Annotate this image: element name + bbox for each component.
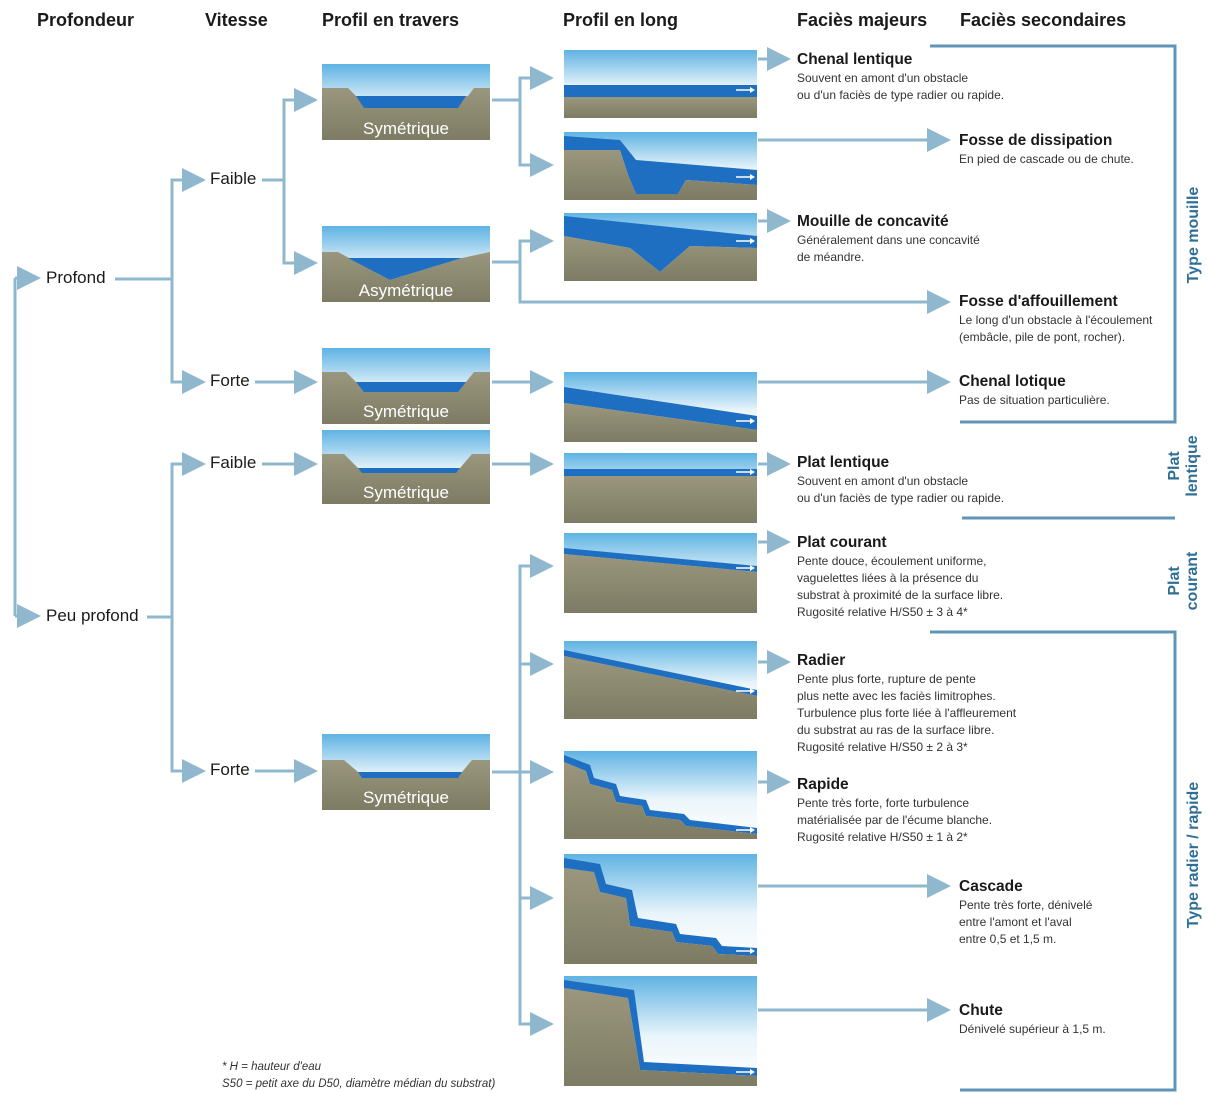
facies-chenal-lotique-title: Chenal lotique [959,373,1066,390]
type-mouille-label: Type mouille [1185,186,1202,284]
long-profile-rapide [564,751,757,839]
arrow-sym1-lp2 [518,100,554,177]
long-profile-mouille-concavite [564,213,757,281]
cross-caption-sym4: Symétrique [363,788,449,807]
arrow-peu-forte [170,617,206,783]
arrow-peu-faible [147,452,206,619]
long-profile-cascade [564,854,757,964]
long-profile-fosse-dissipation [564,132,757,200]
facies-plat-lentique-title: Plat lentique [797,454,890,471]
arrow-asym-fosse-affouillement [518,262,951,314]
cross-profile-sym1: Symétrique [322,64,490,140]
header-profondeur: Profondeur [37,10,134,30]
type-radier-rapide-label: Type radier / rapide [1185,781,1202,929]
connectors [13,47,951,1036]
cross-caption-sym2: Symétrique [363,402,449,421]
facies-fosse-affouillement-desc: Le long d'un obstacle à l'écoulement(emb… [959,313,1153,344]
facies-cascade-title: Cascade [959,878,1023,895]
footnote: * H = hauteur d'eau S50 = petit axe du D… [222,1061,496,1090]
bracket-type-mouille [930,44,1177,424]
cross-profile-sym4: Symétrique [322,734,490,810]
facies-chenal-lotique-desc: Pas de situation particulière. [959,393,1110,407]
facies-plat-courant-desc: Pente douce, écoulement uniforme,vaguele… [797,554,1004,619]
long-profile-plat-courant [564,533,757,613]
header-vitesse: Vitesse [205,10,268,30]
label-profond: Profond [46,268,106,287]
type-brackets [930,44,1177,1092]
long-profile-chenal-lentique [564,50,757,118]
header-profil-travers: Profil en travers [322,10,460,30]
arrow-faible-sym1 [262,88,318,182]
label-forte-2: Forte [210,760,250,779]
facies-chute-title: Chute [959,1002,1003,1019]
arrow-profond-forte [170,279,206,394]
arrow-profond-faible [115,168,206,281]
cross-caption-sym3: Symétrique [363,483,449,502]
cross-profile-asym: Asymétrique [322,226,490,302]
header-profil-long: Profil en long [563,10,678,30]
label-faible-1: Faible [210,169,257,188]
long-profile-chute [564,976,757,1086]
long-profile-radier [564,641,757,719]
bracket-type-radier-rapide [930,630,1177,1092]
facies-chute-desc: Dénivelé supérieur à 1,5 m. [959,1022,1106,1036]
cross-profile-sym2: Symétrique [322,348,490,424]
arrow-faible-asym [282,180,318,275]
header-facies-majeurs: Faciès majeurs [797,10,928,30]
long-profile-plat-lentique [564,453,757,523]
label-forte-1: Forte [210,371,250,390]
facies-fosse-dissipation-desc: En pied de cascade ou de chute. [959,152,1134,166]
facies-fosse-affouillement-title: Fosse d'affouillement [959,293,1118,310]
cross-caption-asym: Asymétrique [359,281,453,300]
label-peu-profond: Peu profond [46,606,139,625]
long-profile-chenal-lotique [564,372,757,442]
facies-rapide-title: Rapide [797,776,849,793]
header-facies-secondaires: Faciès secondaires [960,10,1127,30]
label-faible-2: Faible [210,453,257,472]
facies-fosse-dissipation-title: Fosse de dissipation [959,132,1113,149]
arrow-sym4-lp6 [492,554,554,774]
facies-radier-title: Radier [797,652,846,669]
cross-profile-sym3: Symétrique [322,430,490,504]
arrow-sym1-lp1 [492,66,554,102]
cross-caption-sym1: Symétrique [363,119,449,138]
facies-mouille-title: Mouille de concavité [797,213,949,230]
facies-plat-courant-title: Plat courant [797,534,887,551]
arrow-asym-lp3 [492,229,554,264]
facies-chenal-lentique-title: Chenal lentique [797,51,913,68]
arrow-sym4-lp10 [518,772,554,1036]
